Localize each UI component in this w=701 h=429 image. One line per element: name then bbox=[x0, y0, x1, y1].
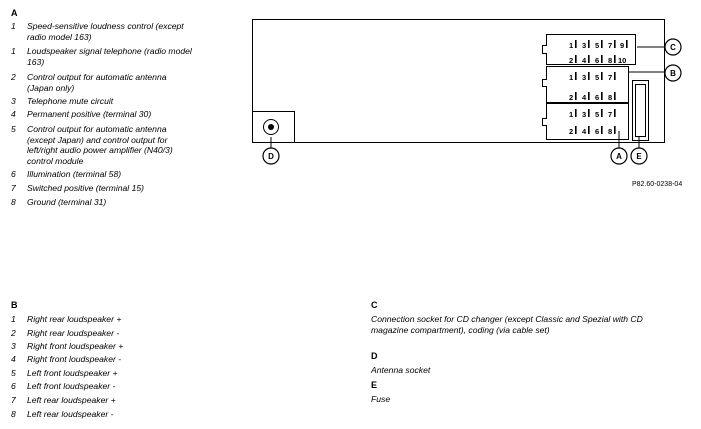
legend-b-num: 1 bbox=[11, 314, 16, 324]
legend-a-num: 5 bbox=[11, 124, 16, 134]
legend-a-num: 7 bbox=[11, 183, 16, 193]
legend-b-text: Left rear loudspeaker + bbox=[27, 395, 116, 405]
connector-b-outline bbox=[542, 66, 629, 103]
legend-a-num: 8 bbox=[11, 197, 16, 207]
legend-b-num: 7 bbox=[11, 395, 16, 405]
pin-label: 3 bbox=[582, 73, 586, 82]
pin-contacts bbox=[575, 40, 628, 134]
pin-label: 2 bbox=[569, 93, 573, 102]
pin-label: 7 bbox=[608, 110, 612, 119]
pin-label: 2 bbox=[569, 127, 573, 136]
pin-label: 1 bbox=[569, 110, 573, 119]
section-a-heading: A bbox=[11, 8, 18, 18]
legend-b-text: Left front loudspeaker + bbox=[27, 368, 118, 378]
legend-b-text: Right front loudspeaker - bbox=[27, 354, 122, 364]
pin-label: 5 bbox=[595, 110, 599, 119]
section-d-text: Antenna socket bbox=[371, 365, 431, 375]
pin-label: 1 bbox=[569, 41, 573, 50]
legend-a-text: Speed-sensitive loudness control (except… bbox=[27, 21, 184, 42]
section-e-text: Fuse bbox=[371, 394, 391, 404]
pin-label: 5 bbox=[595, 41, 599, 50]
section-e-heading: E bbox=[371, 380, 378, 390]
pin-label: 9 bbox=[620, 41, 624, 50]
radio-housing bbox=[252, 19, 665, 143]
callout-d-circle bbox=[262, 147, 280, 165]
pin-label: 7 bbox=[608, 41, 612, 50]
legend-b-text: Right rear loudspeaker + bbox=[27, 314, 122, 324]
pin-label: 4 bbox=[582, 93, 587, 102]
legend-a-text: Switched positive (terminal 15) bbox=[27, 183, 145, 193]
legend-a-num: 2 bbox=[11, 72, 16, 82]
fuse bbox=[635, 84, 646, 137]
legend-a-num: 1 bbox=[11, 46, 16, 56]
legend-a-text: Control output for automatic antenna (Ja… bbox=[27, 72, 167, 93]
legend-b-text: Right front loudspeaker + bbox=[27, 341, 124, 351]
legend-b-num: 5 bbox=[11, 368, 16, 378]
connector-a-pins: 1 3 5 7 2 4 6 8 bbox=[569, 110, 612, 136]
legend-b-text: Left rear loudspeaker - bbox=[27, 409, 114, 419]
pin-label: 6 bbox=[595, 56, 599, 65]
section-c-heading: C bbox=[371, 300, 378, 310]
antenna-socket-pin bbox=[268, 124, 274, 130]
pin-label: 3 bbox=[582, 41, 586, 50]
legend-b-num: 6 bbox=[11, 381, 16, 391]
pin-label: 6 bbox=[595, 93, 599, 102]
legend-b-num: 3 bbox=[11, 341, 16, 351]
antenna-socket bbox=[263, 119, 279, 135]
callout-b-circle bbox=[664, 64, 682, 82]
section-d-heading: D bbox=[371, 351, 378, 361]
pin-label: 2 bbox=[569, 56, 573, 65]
legend-b-num: 4 bbox=[11, 354, 16, 364]
legend-a-text: Ground (terminal 31) bbox=[27, 197, 107, 207]
connector-c-pins: 1 3 5 7 9 2 4 6 8 10 bbox=[569, 41, 626, 65]
legend-a-num: 4 bbox=[11, 109, 16, 119]
legend-a-text: Illumination (terminal 58) bbox=[27, 169, 122, 179]
callout-e-circle bbox=[630, 147, 648, 165]
callout-a-label: A bbox=[616, 152, 622, 161]
legend-a-text: Permanent positive (terminal 30) bbox=[27, 109, 152, 119]
legend-a-text: Loudspeaker signal telephone (radio mode… bbox=[27, 46, 192, 67]
legend-a-num: 3 bbox=[11, 96, 16, 106]
pin-label: 7 bbox=[608, 73, 612, 82]
legend-a-num: 6 bbox=[11, 169, 16, 179]
figure-reference: P82.60-0238-04 bbox=[632, 181, 683, 188]
legend-a-text: Control output for automatic antenna (ex… bbox=[27, 124, 173, 166]
callout-e-label: E bbox=[636, 152, 642, 161]
antenna-socket-box bbox=[252, 111, 295, 143]
legend-a-text: Telephone mute circuit bbox=[27, 96, 114, 106]
legend-b-text: Left front loudspeaker - bbox=[27, 381, 116, 391]
pin-label: 4 bbox=[582, 127, 587, 136]
pin-label: 8 bbox=[608, 93, 612, 102]
pin-label: 8 bbox=[608, 127, 612, 136]
pin-label: 4 bbox=[582, 56, 587, 65]
legend-a-num: 1 bbox=[11, 21, 16, 31]
pin-label: 8 bbox=[608, 56, 612, 65]
connector-b-pins: 1 3 5 7 2 4 6 8 bbox=[569, 73, 612, 102]
callout-b-label: B bbox=[670, 69, 676, 78]
callout-c-label: C bbox=[670, 43, 676, 52]
pin-label: 10 bbox=[618, 56, 626, 65]
legend-b-num: 8 bbox=[11, 409, 16, 419]
pin-label: 5 bbox=[595, 73, 599, 82]
pin-label: 3 bbox=[582, 110, 586, 119]
connector-a-outline bbox=[542, 103, 629, 140]
callout-c-circle bbox=[664, 38, 682, 56]
pin-label: 1 bbox=[569, 73, 573, 82]
legend-b-num: 2 bbox=[11, 328, 16, 338]
pin-label: 6 bbox=[595, 127, 599, 136]
callout-a-circle bbox=[610, 147, 628, 165]
connector-c-outline bbox=[542, 34, 636, 65]
fuse-holder bbox=[632, 80, 649, 141]
section-b-heading: B bbox=[11, 300, 18, 310]
callout-d-label: D bbox=[268, 152, 274, 161]
section-c-text: Connection socket for CD changer (except… bbox=[371, 314, 643, 335]
legend-b-text: Right rear loudspeaker - bbox=[27, 328, 120, 338]
